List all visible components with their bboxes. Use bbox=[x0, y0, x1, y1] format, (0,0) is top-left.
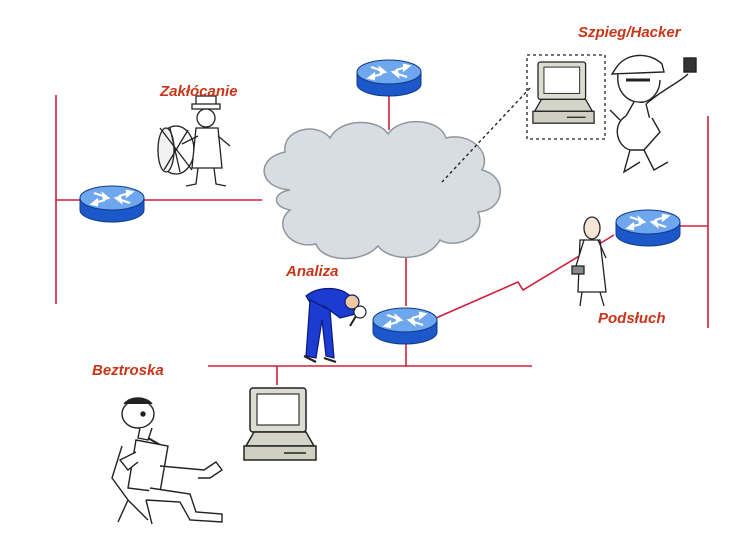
drummer-figure bbox=[157, 95, 231, 187]
spy-tap-line bbox=[441, 87, 531, 183]
workstation-computer-icon bbox=[243, 387, 317, 461]
spy-computer-icon bbox=[532, 61, 595, 124]
label-jamming: Zakłócanie bbox=[159, 83, 238, 100]
label-careless: Beztroska bbox=[92, 362, 164, 379]
label-eavesdrop: Podsłuch bbox=[598, 310, 666, 327]
router-icon-top bbox=[355, 58, 423, 98]
spy-computer-frame bbox=[526, 54, 606, 140]
router-icon-bottom bbox=[371, 306, 439, 346]
router-icon-left bbox=[78, 184, 146, 224]
cloud-icon bbox=[263, 121, 501, 260]
label-spy-hacker: Szpieg/Hacker bbox=[578, 24, 682, 41]
label-analysis: Analiza bbox=[285, 263, 339, 280]
relaxed-man-figure bbox=[111, 397, 224, 525]
spy-figure bbox=[609, 54, 697, 174]
wan-lightning-link bbox=[435, 234, 615, 319]
technician-figure bbox=[571, 216, 607, 307]
bending-analyst-figure bbox=[303, 287, 367, 364]
router-icon-right bbox=[614, 208, 682, 248]
